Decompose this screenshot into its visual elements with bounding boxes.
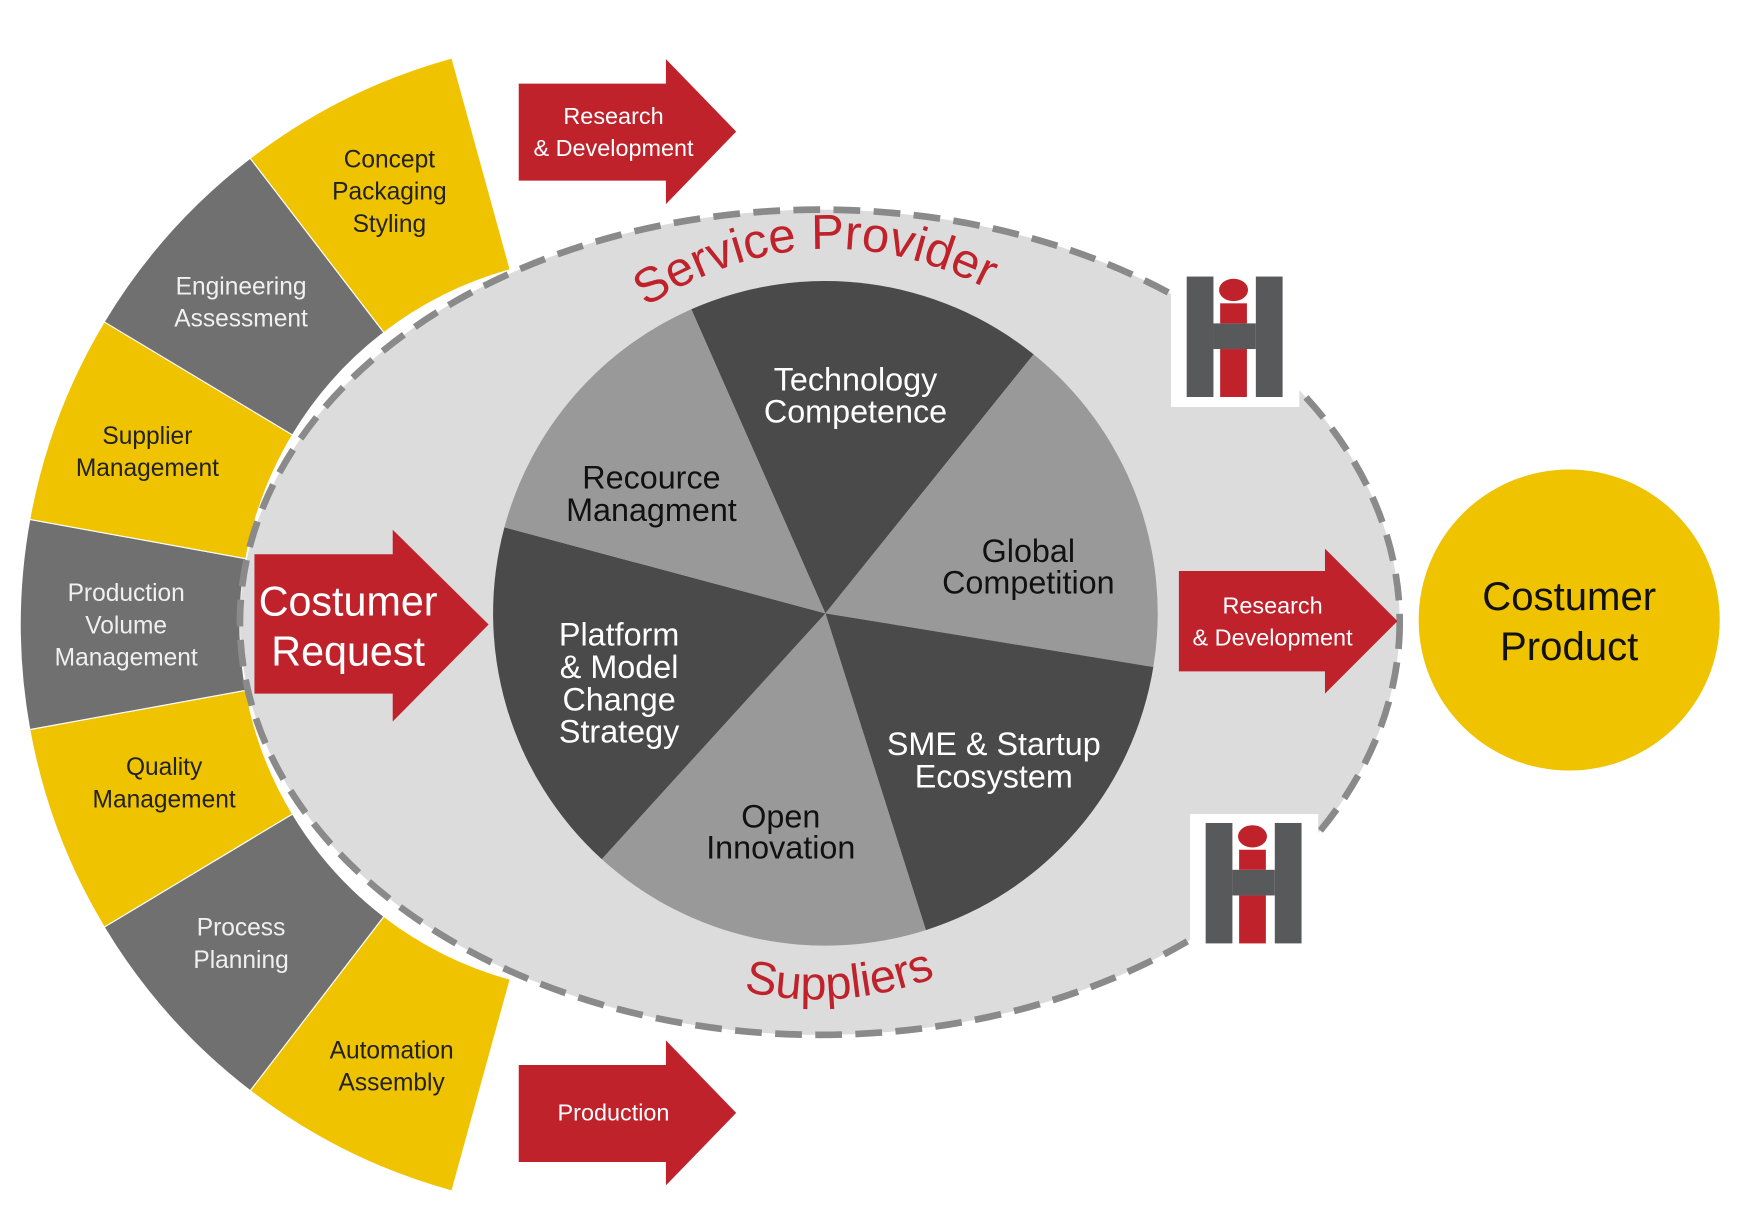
hi-logo-bottom	[1190, 814, 1319, 948]
pie-slice-technology	[691, 281, 1034, 614]
pie-slice-global	[825, 354, 1158, 668]
pie-slice-platform	[493, 527, 826, 860]
pie-slice-open	[601, 613, 926, 946]
arrow-research-right: Research& Development	[1178, 548, 1398, 694]
svg-text:Research& Development: Research& Development	[534, 103, 695, 161]
hi-logo-top	[1171, 273, 1300, 408]
svg-text:Research& Development: Research& Development	[1193, 592, 1354, 650]
process-fan	[19, 57, 511, 1192]
arrow-research-top: Research& Development	[518, 59, 737, 205]
pie-chart	[493, 281, 1158, 946]
pie-slice-sme	[825, 613, 1154, 931]
pie-slice-recource	[504, 309, 826, 614]
fan-segment-concept	[249, 57, 511, 334]
arrow-production: Production	[518, 1040, 737, 1186]
svg-text:Production: Production	[558, 1100, 670, 1126]
